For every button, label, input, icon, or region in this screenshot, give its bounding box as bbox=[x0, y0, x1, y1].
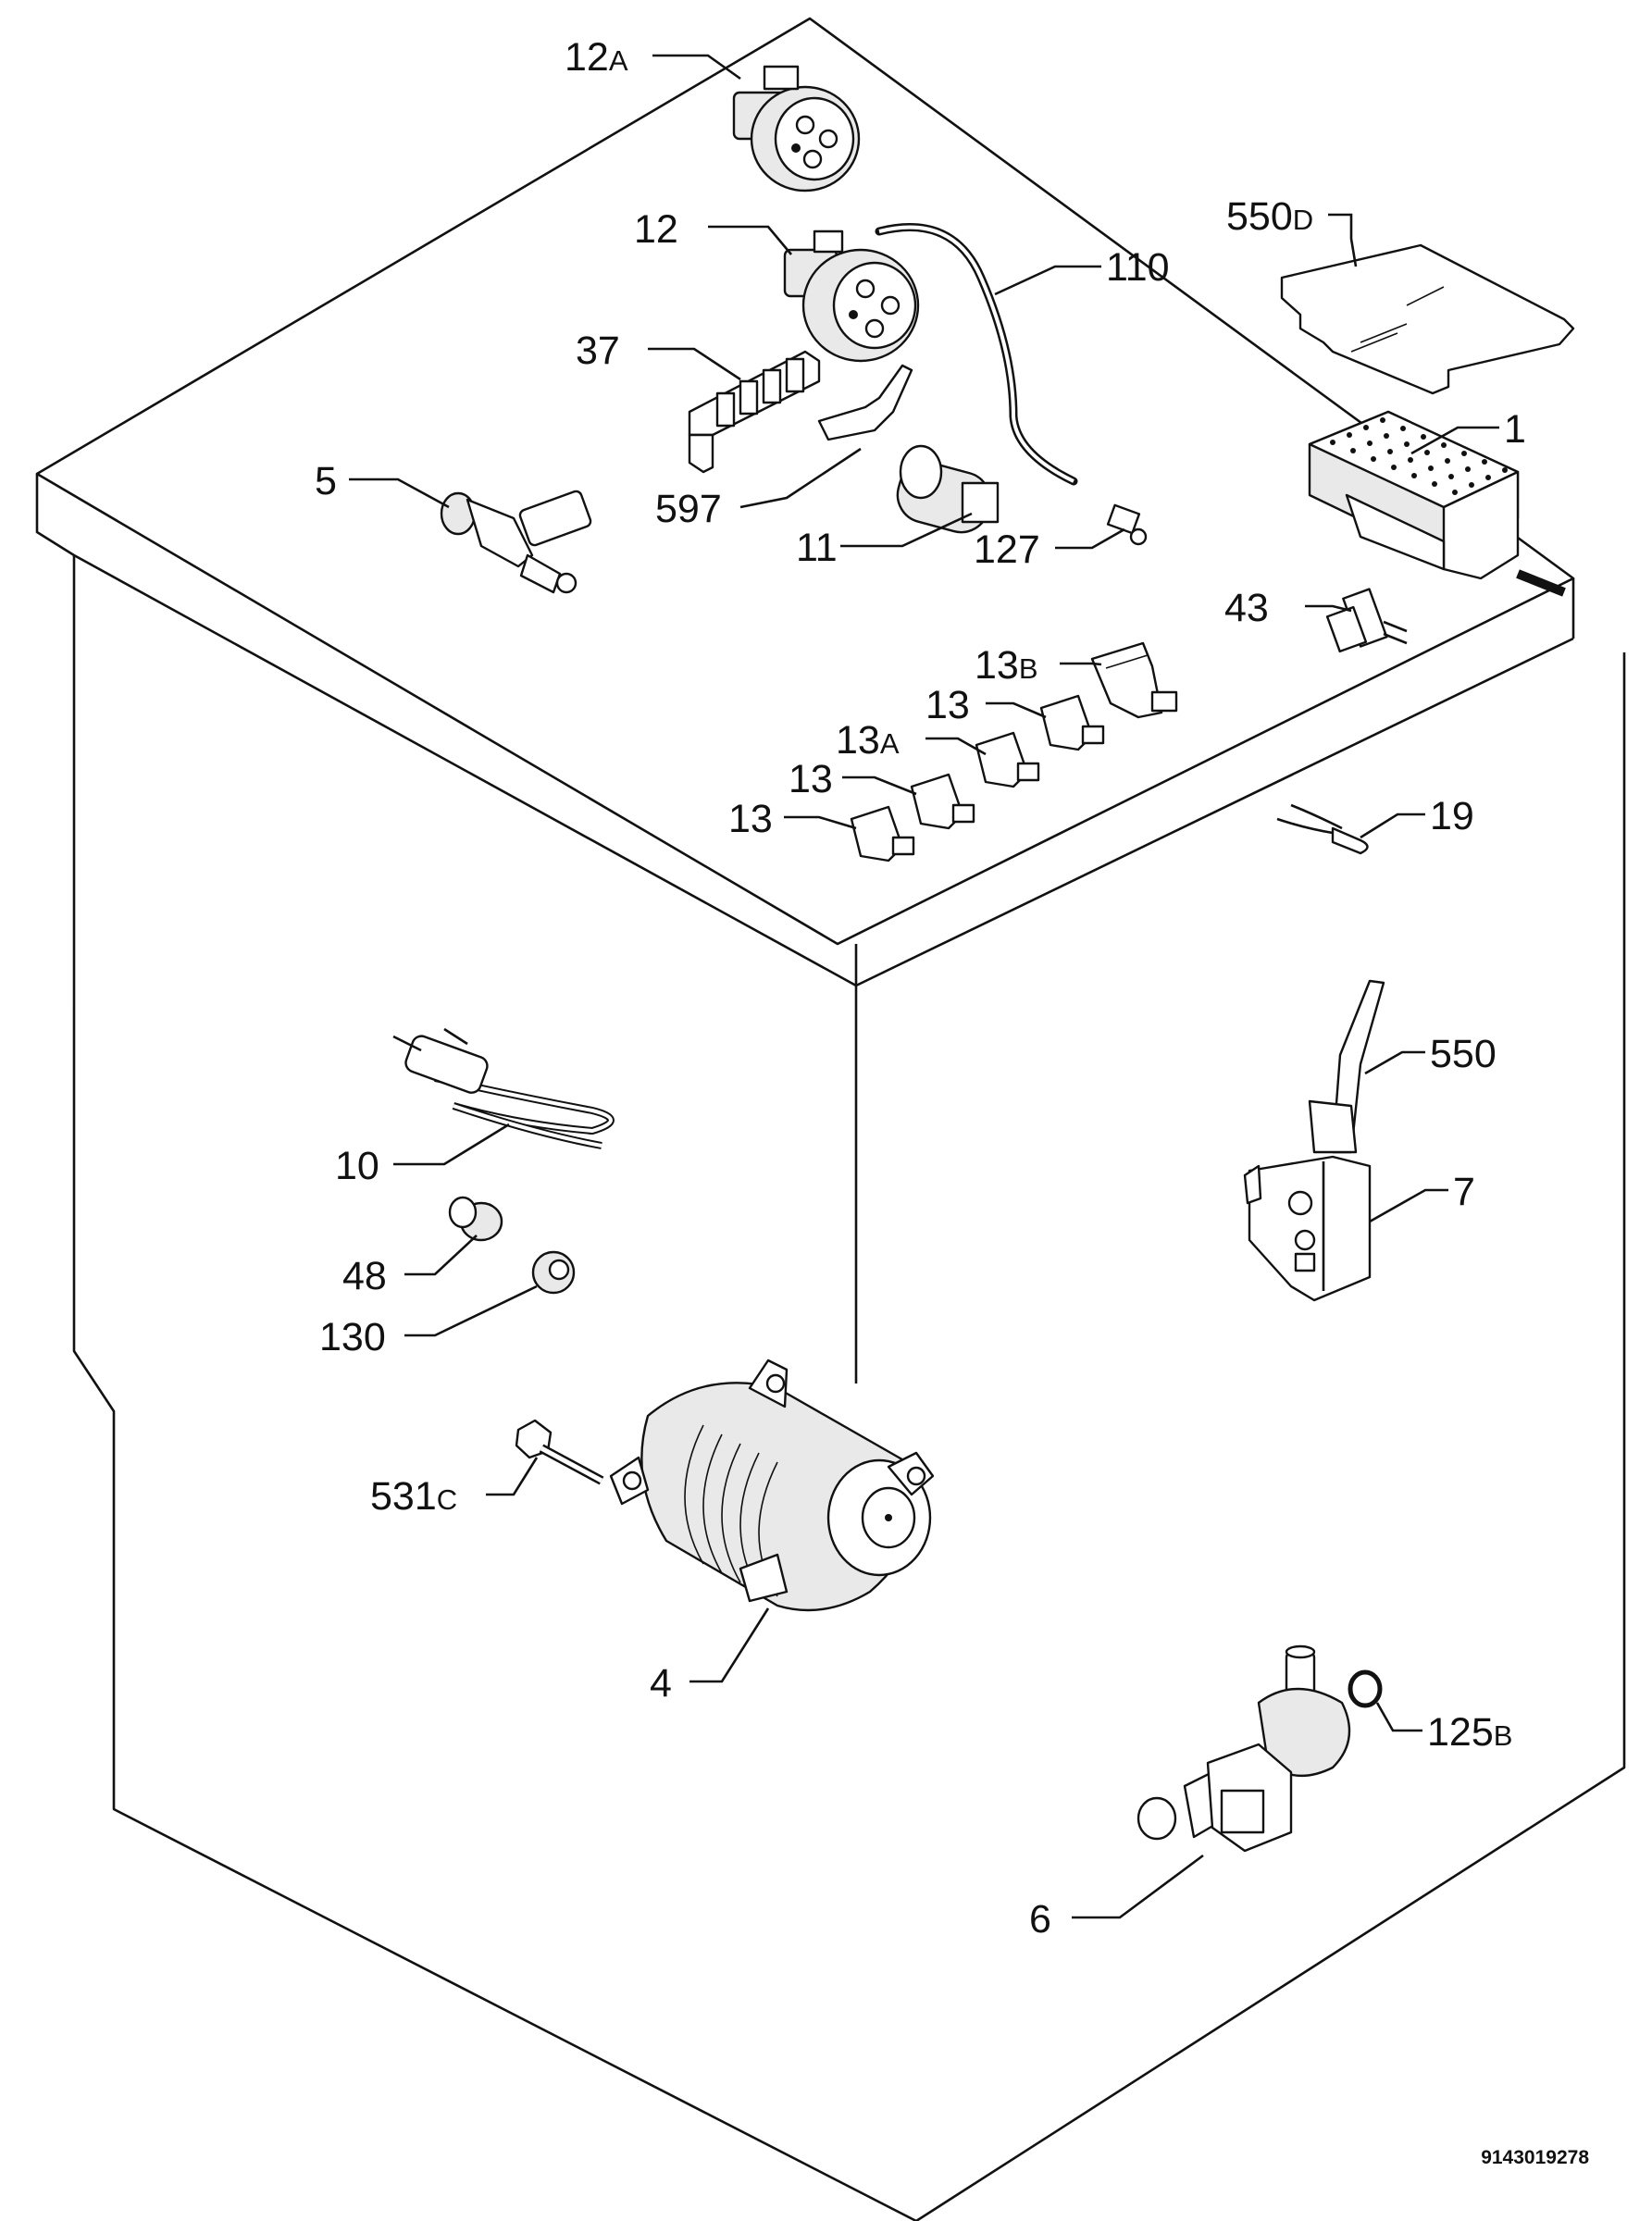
valve-5-drawing bbox=[440, 490, 592, 594]
motor-4-drawing bbox=[609, 1359, 935, 1612]
programmer-dot bbox=[1452, 490, 1458, 495]
label-37: 37 bbox=[576, 329, 620, 373]
programmer-dot bbox=[1424, 450, 1430, 455]
programmer-dot bbox=[1384, 433, 1389, 439]
programmer-dot bbox=[1432, 481, 1437, 487]
label-125b: 125B bbox=[1427, 1710, 1512, 1755]
programmer-dot bbox=[1482, 459, 1487, 465]
label-13-1: 13 bbox=[728, 797, 773, 841]
cover-550d-drawing bbox=[1280, 243, 1575, 395]
label-10: 10 bbox=[335, 1144, 379, 1188]
lever-550-drawing bbox=[1308, 979, 1385, 1154]
label-127: 127 bbox=[974, 527, 1040, 572]
programmer-dot bbox=[1461, 451, 1467, 456]
label-7: 7 bbox=[1453, 1170, 1475, 1214]
pressure-switch-12a-drawing bbox=[732, 65, 861, 192]
programmer-dot bbox=[1404, 441, 1410, 447]
programmer-dot bbox=[1371, 456, 1376, 462]
label-110: 110 bbox=[1106, 245, 1170, 290]
connector-13-1-drawing bbox=[850, 805, 915, 862]
label-550d: 550D bbox=[1226, 194, 1313, 239]
connector-13b-drawing bbox=[1090, 641, 1178, 719]
cabinet-outline bbox=[35, 17, 1626, 2221]
programmer-dot bbox=[1502, 467, 1508, 473]
label-13a: 13A bbox=[836, 718, 900, 763]
capacitor-11-drawing bbox=[896, 444, 1000, 534]
programmer-dot bbox=[1408, 457, 1413, 463]
sensor-19-drawing bbox=[1276, 803, 1369, 855]
programmer-dot bbox=[1485, 475, 1491, 480]
thermostat-48-drawing bbox=[448, 1196, 503, 1242]
label-19: 19 bbox=[1430, 794, 1474, 838]
programmer-dot bbox=[1448, 474, 1454, 479]
label-550: 550 bbox=[1430, 1032, 1497, 1076]
label-13-2: 13 bbox=[789, 757, 833, 801]
terminal-block-37-drawing bbox=[688, 350, 821, 474]
label-4: 4 bbox=[650, 1661, 672, 1706]
document-number: 9143019278 bbox=[1481, 2147, 1589, 2168]
ring-125b-drawing bbox=[1348, 1669, 1383, 1708]
programmer-grid-dots bbox=[1330, 417, 1508, 495]
heater-10-drawing bbox=[392, 1027, 615, 1149]
connector-13a-drawing bbox=[975, 731, 1040, 788]
label-12: 12 bbox=[634, 207, 678, 252]
bolt-531c-drawing bbox=[515, 1419, 604, 1485]
nut-130-drawing bbox=[531, 1250, 576, 1295]
leader-lines bbox=[349, 54, 1499, 1919]
programmer-dot bbox=[1350, 448, 1356, 453]
label-597: 597 bbox=[655, 487, 722, 531]
programmer-dot bbox=[1367, 440, 1373, 446]
label-43: 43 bbox=[1224, 586, 1269, 630]
programmer-dot bbox=[1465, 466, 1471, 472]
programmer-dot bbox=[1400, 426, 1406, 431]
pressure-switch-12-drawing bbox=[783, 230, 920, 363]
programmer-1-drawing bbox=[1308, 410, 1566, 597]
programmer-dot bbox=[1380, 417, 1385, 423]
programmer-dot bbox=[1421, 434, 1426, 440]
label-1: 1 bbox=[1504, 407, 1526, 452]
connector-13-2-drawing bbox=[910, 773, 975, 830]
label-13b: 13B bbox=[975, 643, 1038, 688]
programmer-dot bbox=[1330, 440, 1335, 445]
label-13-4: 13 bbox=[925, 683, 970, 727]
suppressor-43-drawing bbox=[1325, 588, 1408, 653]
label-6: 6 bbox=[1029, 1897, 1051, 1942]
label-130: 130 bbox=[319, 1315, 386, 1359]
programmer-dot bbox=[1469, 482, 1474, 488]
label-531c: 531C bbox=[370, 1474, 457, 1519]
connector-13-4-drawing bbox=[1039, 694, 1105, 751]
programmer-dot bbox=[1391, 465, 1397, 470]
label-48: 48 bbox=[342, 1254, 387, 1298]
label-11: 11 bbox=[796, 526, 838, 570]
pump-6-drawing bbox=[1137, 1644, 1351, 1853]
door-lock-7-drawing bbox=[1243, 1155, 1372, 1302]
label-12a: 12A bbox=[565, 35, 628, 80]
programmer-dot bbox=[1441, 442, 1447, 448]
programmer-dot bbox=[1363, 425, 1369, 430]
programmer-dot bbox=[1347, 432, 1352, 438]
part-labels: 12A 12 110 550D 37 1 5 597 11 127 43 13B… bbox=[315, 35, 1526, 1942]
connector-127-drawing bbox=[1106, 503, 1148, 546]
programmer-dot bbox=[1387, 449, 1393, 454]
programmer-dot bbox=[1411, 473, 1417, 478]
programmer-dot bbox=[1445, 458, 1450, 464]
clip-597-drawing bbox=[817, 364, 913, 441]
programmer-dot bbox=[1428, 465, 1434, 471]
label-5: 5 bbox=[315, 459, 337, 503]
